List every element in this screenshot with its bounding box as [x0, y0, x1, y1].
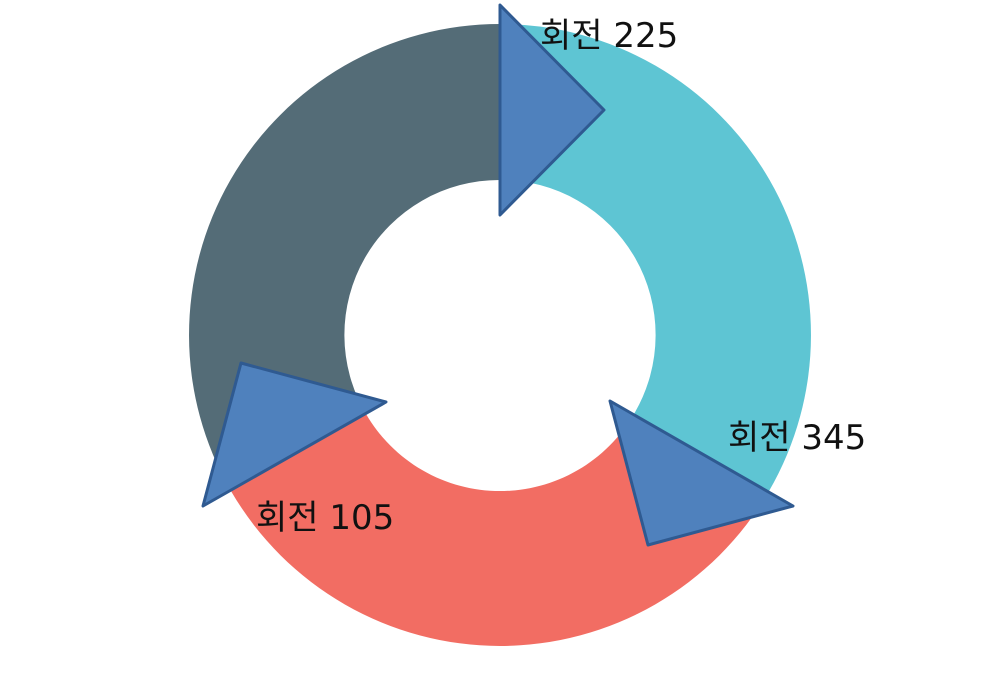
- label-rotation-345: 회전 345: [728, 418, 867, 458]
- arrow-left: [201, 361, 388, 508]
- label-rotation-105: 회전 105: [256, 498, 395, 538]
- ring-segment-top-right: [500, 24, 811, 492]
- arrow-bottom-right: [608, 399, 795, 547]
- arrow-top: [498, 3, 606, 217]
- label-rotation-225: 회전 225: [540, 16, 679, 56]
